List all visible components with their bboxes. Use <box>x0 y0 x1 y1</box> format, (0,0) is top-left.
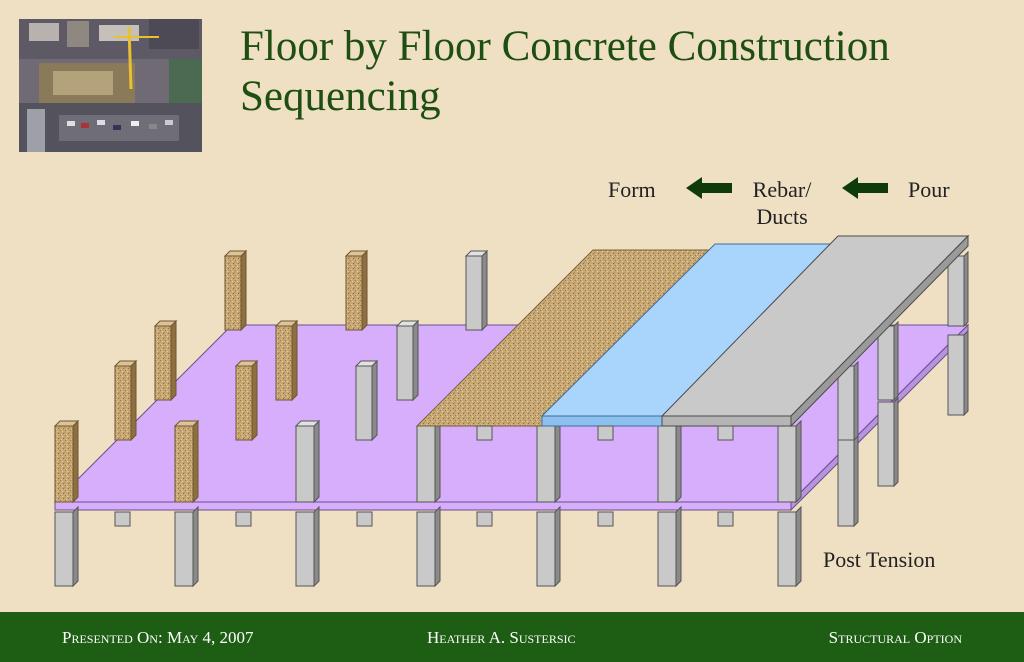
arrow-left-icon <box>842 177 888 199</box>
footer-option: Structural Option <box>828 628 962 647</box>
label-form: Form <box>608 177 656 202</box>
slide-title-line-1: Floor by Floor Concrete Construction <box>240 23 890 70</box>
footer-author: Heather A. Sustersic <box>427 628 576 647</box>
label-rebar-line-2: Ducts <box>756 204 808 229</box>
footer-presented-on: Presented On: May 4, 2007 <box>62 628 254 648</box>
gray-columns-on-slab <box>294 249 969 504</box>
footer-presented-date: May 4, 2007 <box>166 628 254 647</box>
label-post-tension: Post Tension <box>823 547 936 572</box>
slide-title: Floor by Floor Concrete Construction Seq… <box>240 22 890 122</box>
slide-title-line-2: Sequencing <box>240 73 441 120</box>
site-aerial-photo <box>19 19 202 152</box>
lower-columns <box>54 329 969 588</box>
arrow-left-icon <box>686 177 732 199</box>
label-rebar-ducts: Rebar/ Ducts <box>744 176 820 230</box>
floor-sequencing-diagram <box>53 177 970 588</box>
label-pour: Pour <box>908 177 950 202</box>
formwork-columns <box>53 249 369 504</box>
footer-bar: Presented On: May 4, 2007 Heather A. Sus… <box>0 612 1024 662</box>
label-rebar-line-1: Rebar/ <box>752 177 812 202</box>
poured-concrete-slab <box>660 234 970 428</box>
upper-column-stubs <box>476 425 734 441</box>
footer-presented-label: Presented On: <box>62 628 163 647</box>
